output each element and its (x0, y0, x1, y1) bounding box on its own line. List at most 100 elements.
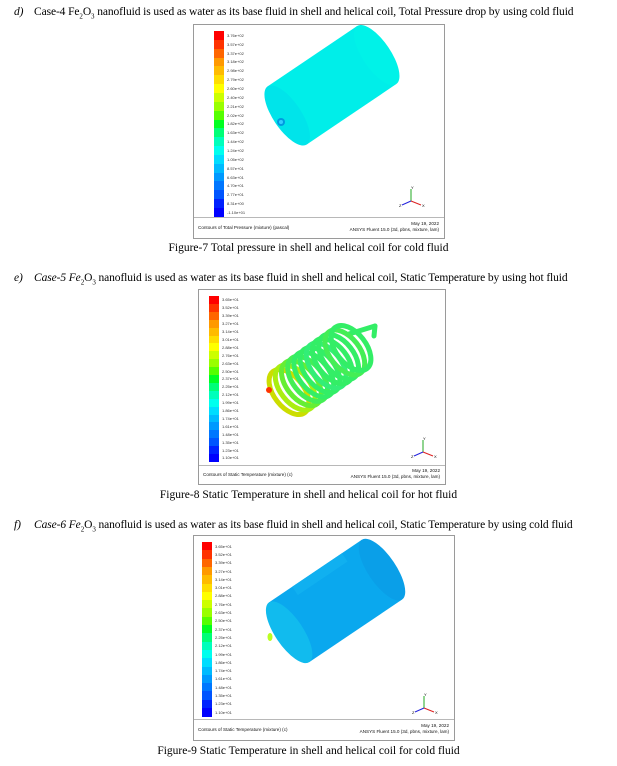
colorbar-label: 3.37e+02 (227, 50, 244, 56)
colorbar-swatch (214, 101, 224, 111)
colorbar-swatch (209, 367, 219, 376)
colorbar-label: 2.37e+01 (222, 376, 239, 382)
colorbar-label: 2.25e+01 (222, 384, 239, 390)
colorbar-swatch (209, 375, 219, 384)
coil-turn (328, 323, 374, 373)
fluent-stamp: May 19, 2022 ANSYS Fluent 15.0 (3d, pbns… (360, 723, 449, 735)
colorbar-label: 1.74e+01 (215, 668, 232, 674)
colorbar-swatch (214, 199, 224, 209)
colorbar-swatch (202, 550, 212, 559)
colorbar-swatch (209, 398, 219, 407)
colorbar-label: 1.05e+02 (227, 156, 244, 162)
colorbar-swatch (209, 359, 219, 368)
colorbar-label: 2.98e+02 (227, 68, 244, 74)
colorbar-label: 1.82e+02 (227, 121, 244, 127)
colorbar-swatch (202, 558, 212, 568)
colorbar-swatch (214, 31, 224, 41)
inlet-hotspot (267, 633, 273, 641)
colorbar-label: 2.60e+02 (227, 86, 244, 92)
colorbar-label: 1.61e+01 (222, 423, 239, 429)
colorbar-label: 2.40e+02 (227, 94, 244, 100)
axis-z-label: Z (399, 203, 402, 208)
colorbar-label: 2.76e+01 (215, 601, 232, 607)
shell-end-left (265, 601, 313, 664)
colorbar-label: 3.76e+02 (227, 32, 244, 38)
colorbar-label: 2.76e+01 (222, 352, 239, 358)
colorbar-swatch (202, 674, 212, 684)
colorbar-swatch (209, 311, 219, 320)
colorbar-label: 3.39e+01 (215, 560, 232, 566)
colorbar-swatch (214, 181, 224, 191)
colorbar-swatch (214, 84, 224, 94)
axis-y-label: Y (411, 185, 414, 190)
colorbar-label: 3.18e+02 (227, 59, 244, 65)
fluent-stamp: May 19, 2022 ANSYS Fluent 15.0 (3d, pbns… (350, 221, 439, 233)
shell-temperature-contour (265, 538, 406, 664)
coil-turns (266, 323, 374, 417)
colorbar-swatch (209, 422, 219, 431)
colorbar-label: 3.65e+01 (222, 297, 239, 303)
software-version: ANSYS Fluent 15.0 (3d, pbns, mixture, la… (349, 227, 439, 232)
colorbar-swatch (209, 382, 219, 392)
colorbar-swatch (202, 566, 212, 576)
colorbar-swatch (214, 92, 224, 103)
colorbar-swatch (202, 608, 212, 617)
shell-end-left (264, 85, 310, 146)
colorbar-label: 1.61e+01 (215, 676, 232, 682)
axis-y-label: Y (423, 436, 426, 441)
colorbar-label: 1.23e+01 (215, 701, 232, 707)
colorbar-swatch (214, 128, 224, 138)
colorbar-swatch (214, 39, 224, 49)
colorbar-label: 1.86e+01 (215, 659, 232, 665)
axis-triad: Y X Z (412, 692, 438, 715)
axis-x-label: X (435, 710, 438, 715)
colorbar-swatch (214, 57, 224, 67)
colorbar-swatch (214, 154, 224, 165)
axis-z-label: Z (411, 454, 414, 459)
colorbar-swatch (214, 190, 224, 200)
run-date: May 19, 2022 (421, 723, 449, 728)
colorbar-label: 3.01e+01 (215, 585, 232, 591)
axis-x-label: X (422, 203, 425, 208)
figure-8-caption: Figure-8 Static Temperature in shell and… (159, 489, 458, 501)
section-heading-e: e)Case-5 Fe2O3 nanofluid is used as wate… (14, 272, 568, 287)
colorbar-label: 1.24e+02 (227, 147, 244, 153)
colorbar-label: 1.99e+01 (222, 400, 239, 406)
colorbar-swatch (209, 319, 219, 328)
colorbar-label: 1.86e+01 (222, 408, 239, 414)
colorbar-swatch (202, 591, 212, 601)
contour-label: Contours of Static Temperature (mixture)… (203, 472, 293, 477)
colorbar-label: 8.57e+01 (227, 165, 244, 171)
colorbar-label: 2.79e+02 (227, 77, 244, 83)
colorbar-label: 1.35e+01 (215, 693, 232, 699)
heading-text: Case-4 Fe (34, 6, 80, 18)
colorbar-label: 1.10e+01 (222, 455, 239, 461)
colorbar-label: 1.35e+01 (222, 439, 239, 445)
colorbar-swatch (202, 649, 212, 659)
axis-triad: Y X Z (399, 185, 425, 208)
colorbar-swatch (209, 454, 219, 463)
colorbar-label: 3.01e+01 (222, 336, 239, 342)
axis-triad: Y X Z (411, 436, 437, 459)
colorbar-swatch (214, 48, 224, 58)
colorbar-swatch (209, 327, 219, 336)
section-marker: f) (14, 519, 21, 531)
colorbar-swatch (209, 438, 219, 447)
colorbar-swatch (214, 172, 224, 182)
helical-coil-temperature (266, 323, 378, 417)
colorbar-label: 3.14e+01 (215, 576, 232, 582)
figure-9-caption: Figure-9 Static Temperature in shell and… (157, 745, 460, 757)
run-date: May 19, 2022 (411, 221, 439, 226)
shell-end-right (358, 538, 406, 601)
colorbar-swatch (209, 296, 219, 305)
colorbar-swatch (202, 658, 212, 667)
colorbar-swatch (202, 542, 212, 551)
heading-text: Case-6 Fe (34, 519, 81, 531)
colorbar-label: 2.77e+01 (227, 192, 244, 198)
colorbar-label: 2.12e+01 (215, 643, 232, 649)
colorbar-swatch (214, 163, 224, 173)
colorbar-swatch (214, 208, 224, 218)
colorbar-label: 2.63e+01 (222, 360, 239, 366)
